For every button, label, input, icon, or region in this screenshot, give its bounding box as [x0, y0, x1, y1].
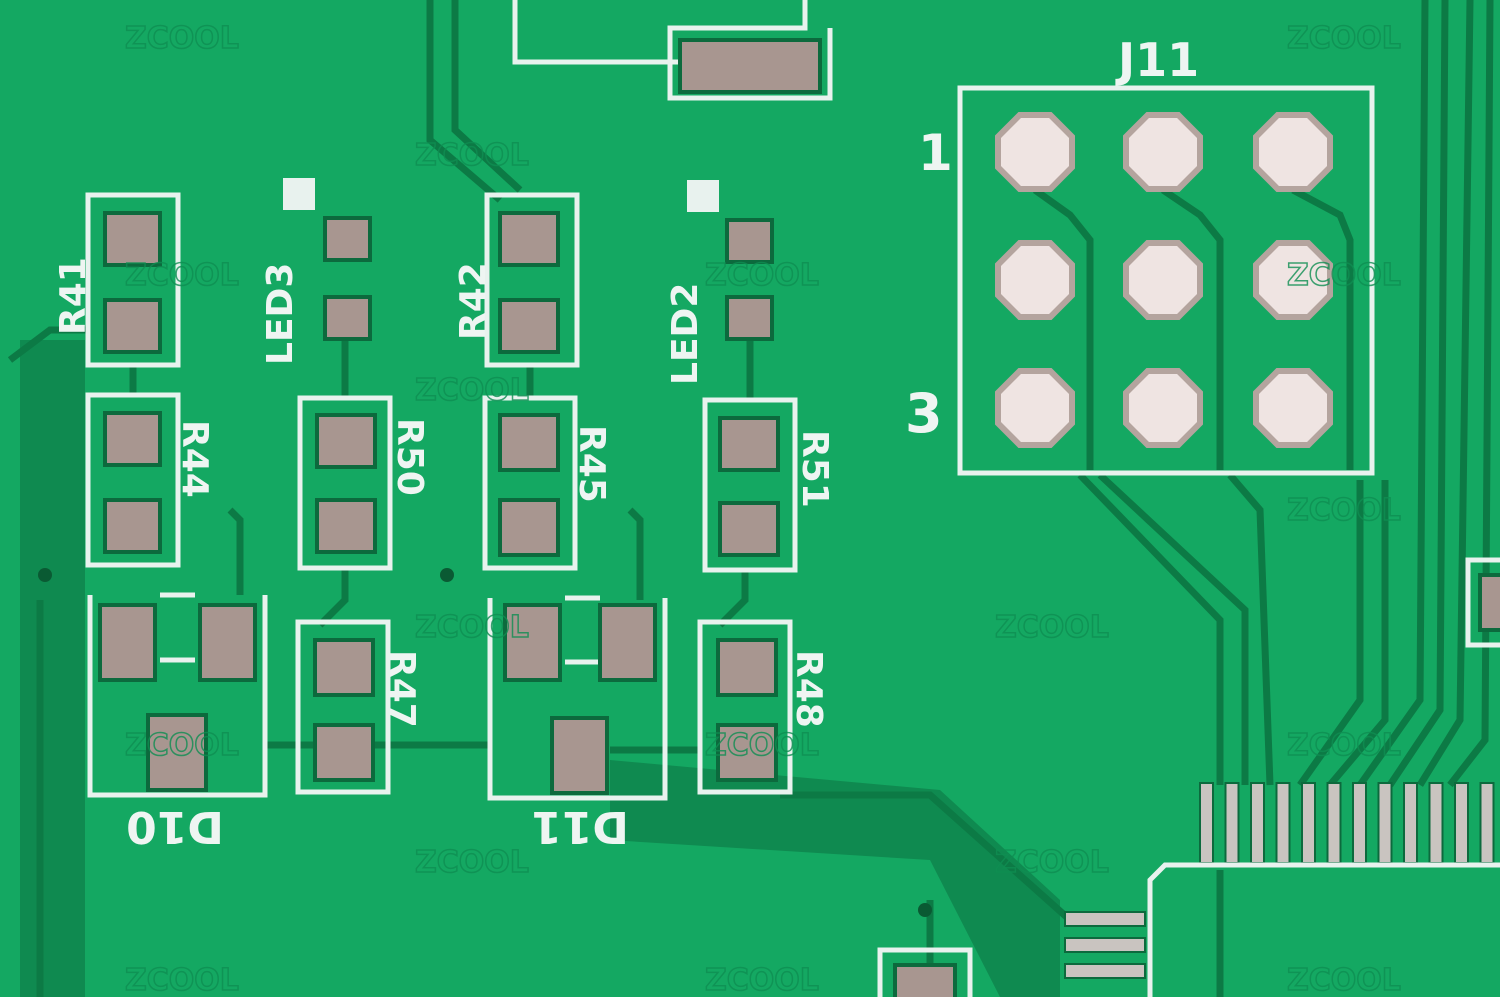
label-r42: R42	[453, 262, 494, 340]
label-pin1: 1	[918, 124, 953, 182]
plated-hole	[1123, 112, 1203, 192]
label-r47: R47	[381, 650, 422, 728]
edge-component-outline	[1465, 557, 1500, 648]
traces	[7, 0, 1494, 997]
watermark: ZCOOL	[1287, 963, 1401, 997]
plated-hole	[995, 240, 1075, 320]
connector-finger	[1250, 782, 1265, 864]
via	[918, 903, 932, 917]
label-r44: R44	[174, 420, 215, 498]
watermark: ZCOOL	[995, 845, 1109, 880]
connector-finger	[1326, 782, 1342, 864]
watermark: ZCOOL	[705, 258, 819, 293]
bottom-pads	[877, 911, 1146, 997]
component-r42: R42	[453, 192, 580, 368]
connector-outline	[1147, 862, 1500, 997]
watermarks: ZCOOL ZCOOL ZCOOL ZCOOL ZCOOL ZCOOL ZCOOL ZCOOL…	[124, 20, 1401, 997]
label-r51: R51	[794, 430, 835, 508]
connector-finger	[1479, 782, 1495, 864]
plated-hole	[995, 112, 1075, 192]
plated-hole	[1253, 240, 1333, 320]
component-r50: R50	[297, 395, 430, 571]
watermark: ZCOOL	[705, 728, 819, 763]
component-r44: R44	[85, 392, 215, 568]
watermark: ZCOOL	[415, 138, 529, 173]
connector-finger	[1428, 782, 1444, 864]
connector-j11: J11 1 3	[905, 33, 1375, 476]
label-r41: R41	[53, 257, 94, 335]
component-led2: LED2	[665, 180, 774, 385]
label-led2: LED2	[665, 283, 706, 385]
component-r48: R48	[697, 619, 829, 795]
watermark: ZCOOL	[415, 610, 529, 645]
connector-finger	[1377, 782, 1393, 864]
component-r47: R47	[295, 619, 422, 795]
ground-plane-bottom	[610, 760, 1060, 997]
label-pin3: 3	[905, 382, 943, 445]
watermark: ZCOOL	[995, 610, 1109, 645]
label-d10: D10	[126, 801, 224, 852]
via	[38, 568, 52, 582]
component-r41: R41	[53, 192, 181, 368]
component-r45: R45	[482, 395, 612, 571]
watermark: ZCOOL	[125, 963, 239, 997]
plated-hole	[1253, 368, 1333, 448]
component-d11: D11	[487, 595, 668, 852]
watermark: ZCOOL	[125, 21, 239, 56]
watermark: ZCOOL	[1287, 21, 1401, 56]
label-r50: R50	[389, 418, 430, 496]
connector-finger	[1403, 782, 1418, 864]
label-r48: R48	[788, 650, 829, 728]
top-pad	[678, 38, 822, 94]
connector-finger	[1301, 782, 1316, 864]
plated-hole	[1123, 368, 1203, 448]
via	[440, 568, 454, 582]
label-r45: R45	[571, 425, 612, 503]
connector-finger	[1352, 782, 1367, 864]
label-led3: LED3	[260, 263, 301, 365]
ground-plane-left	[20, 340, 85, 997]
watermark: ZCOOL	[1287, 493, 1401, 528]
component-d10: D10	[87, 592, 268, 852]
plated-hole	[1253, 112, 1333, 192]
label-d11: D11	[531, 801, 629, 852]
top-component-outline	[512, 0, 833, 101]
watermark: ZCOOL	[705, 963, 819, 997]
watermark: ZCOOL	[415, 845, 529, 880]
connector-finger	[1224, 782, 1240, 864]
connector-finger	[1454, 782, 1469, 864]
watermark: ZCOOL	[1287, 728, 1401, 763]
component-r51: R51	[702, 397, 835, 573]
connector-finger	[1275, 782, 1291, 864]
watermark: ZCOOL	[1287, 258, 1401, 293]
watermark: ZCOOL	[415, 373, 529, 408]
watermark: ZCOOL	[125, 728, 239, 763]
edge-pad	[1478, 573, 1500, 632]
watermark: ZCOOL	[125, 258, 239, 293]
connector-finger	[1199, 782, 1214, 864]
plated-hole	[1123, 240, 1203, 320]
component-led3: LED3	[260, 178, 372, 365]
plated-hole	[995, 368, 1075, 448]
label-j11: J11	[1115, 33, 1199, 87]
